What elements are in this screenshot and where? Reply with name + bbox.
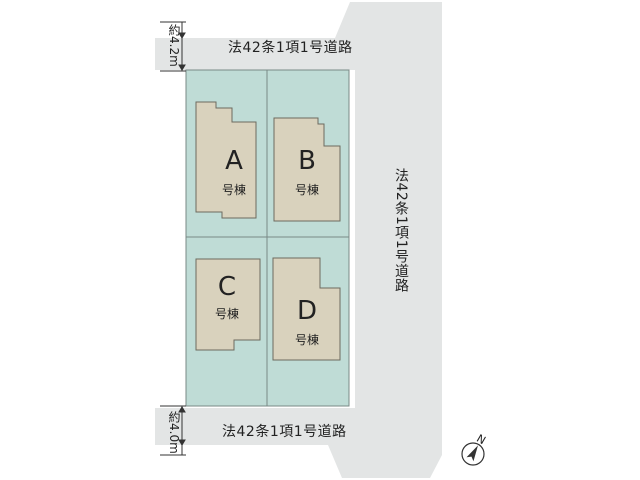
building-b-letter: B	[298, 146, 316, 176]
building-a-footprint	[195, 101, 257, 219]
building-b-footprint	[273, 117, 341, 222]
top-width-label: 約4.2m	[167, 24, 181, 67]
right-road-label: 法42条1項1号道路	[393, 168, 409, 293]
top-road-label: 法42条1項1号道路	[228, 40, 353, 56]
building-a-label: 号棟	[221, 183, 246, 197]
building-c-footprint	[195, 258, 261, 351]
building-c-letter: C	[217, 272, 237, 302]
compass-icon	[461, 442, 485, 466]
building-d-letter: D	[296, 296, 318, 326]
bottom-width-label: 約4.0m	[167, 411, 181, 454]
bottom-road-label: 法42条1項1号道路	[222, 424, 347, 440]
building-c-label: 号棟	[214, 307, 239, 321]
building-d-footprint	[272, 257, 341, 361]
road-area	[155, 2, 442, 478]
bottom-dimension-marker	[160, 405, 186, 456]
building-a-letter: A	[225, 146, 243, 176]
top-dimension-marker	[160, 21, 186, 72]
building-d-label: 号棟	[294, 333, 319, 347]
building-b-label: 号棟	[294, 183, 319, 197]
